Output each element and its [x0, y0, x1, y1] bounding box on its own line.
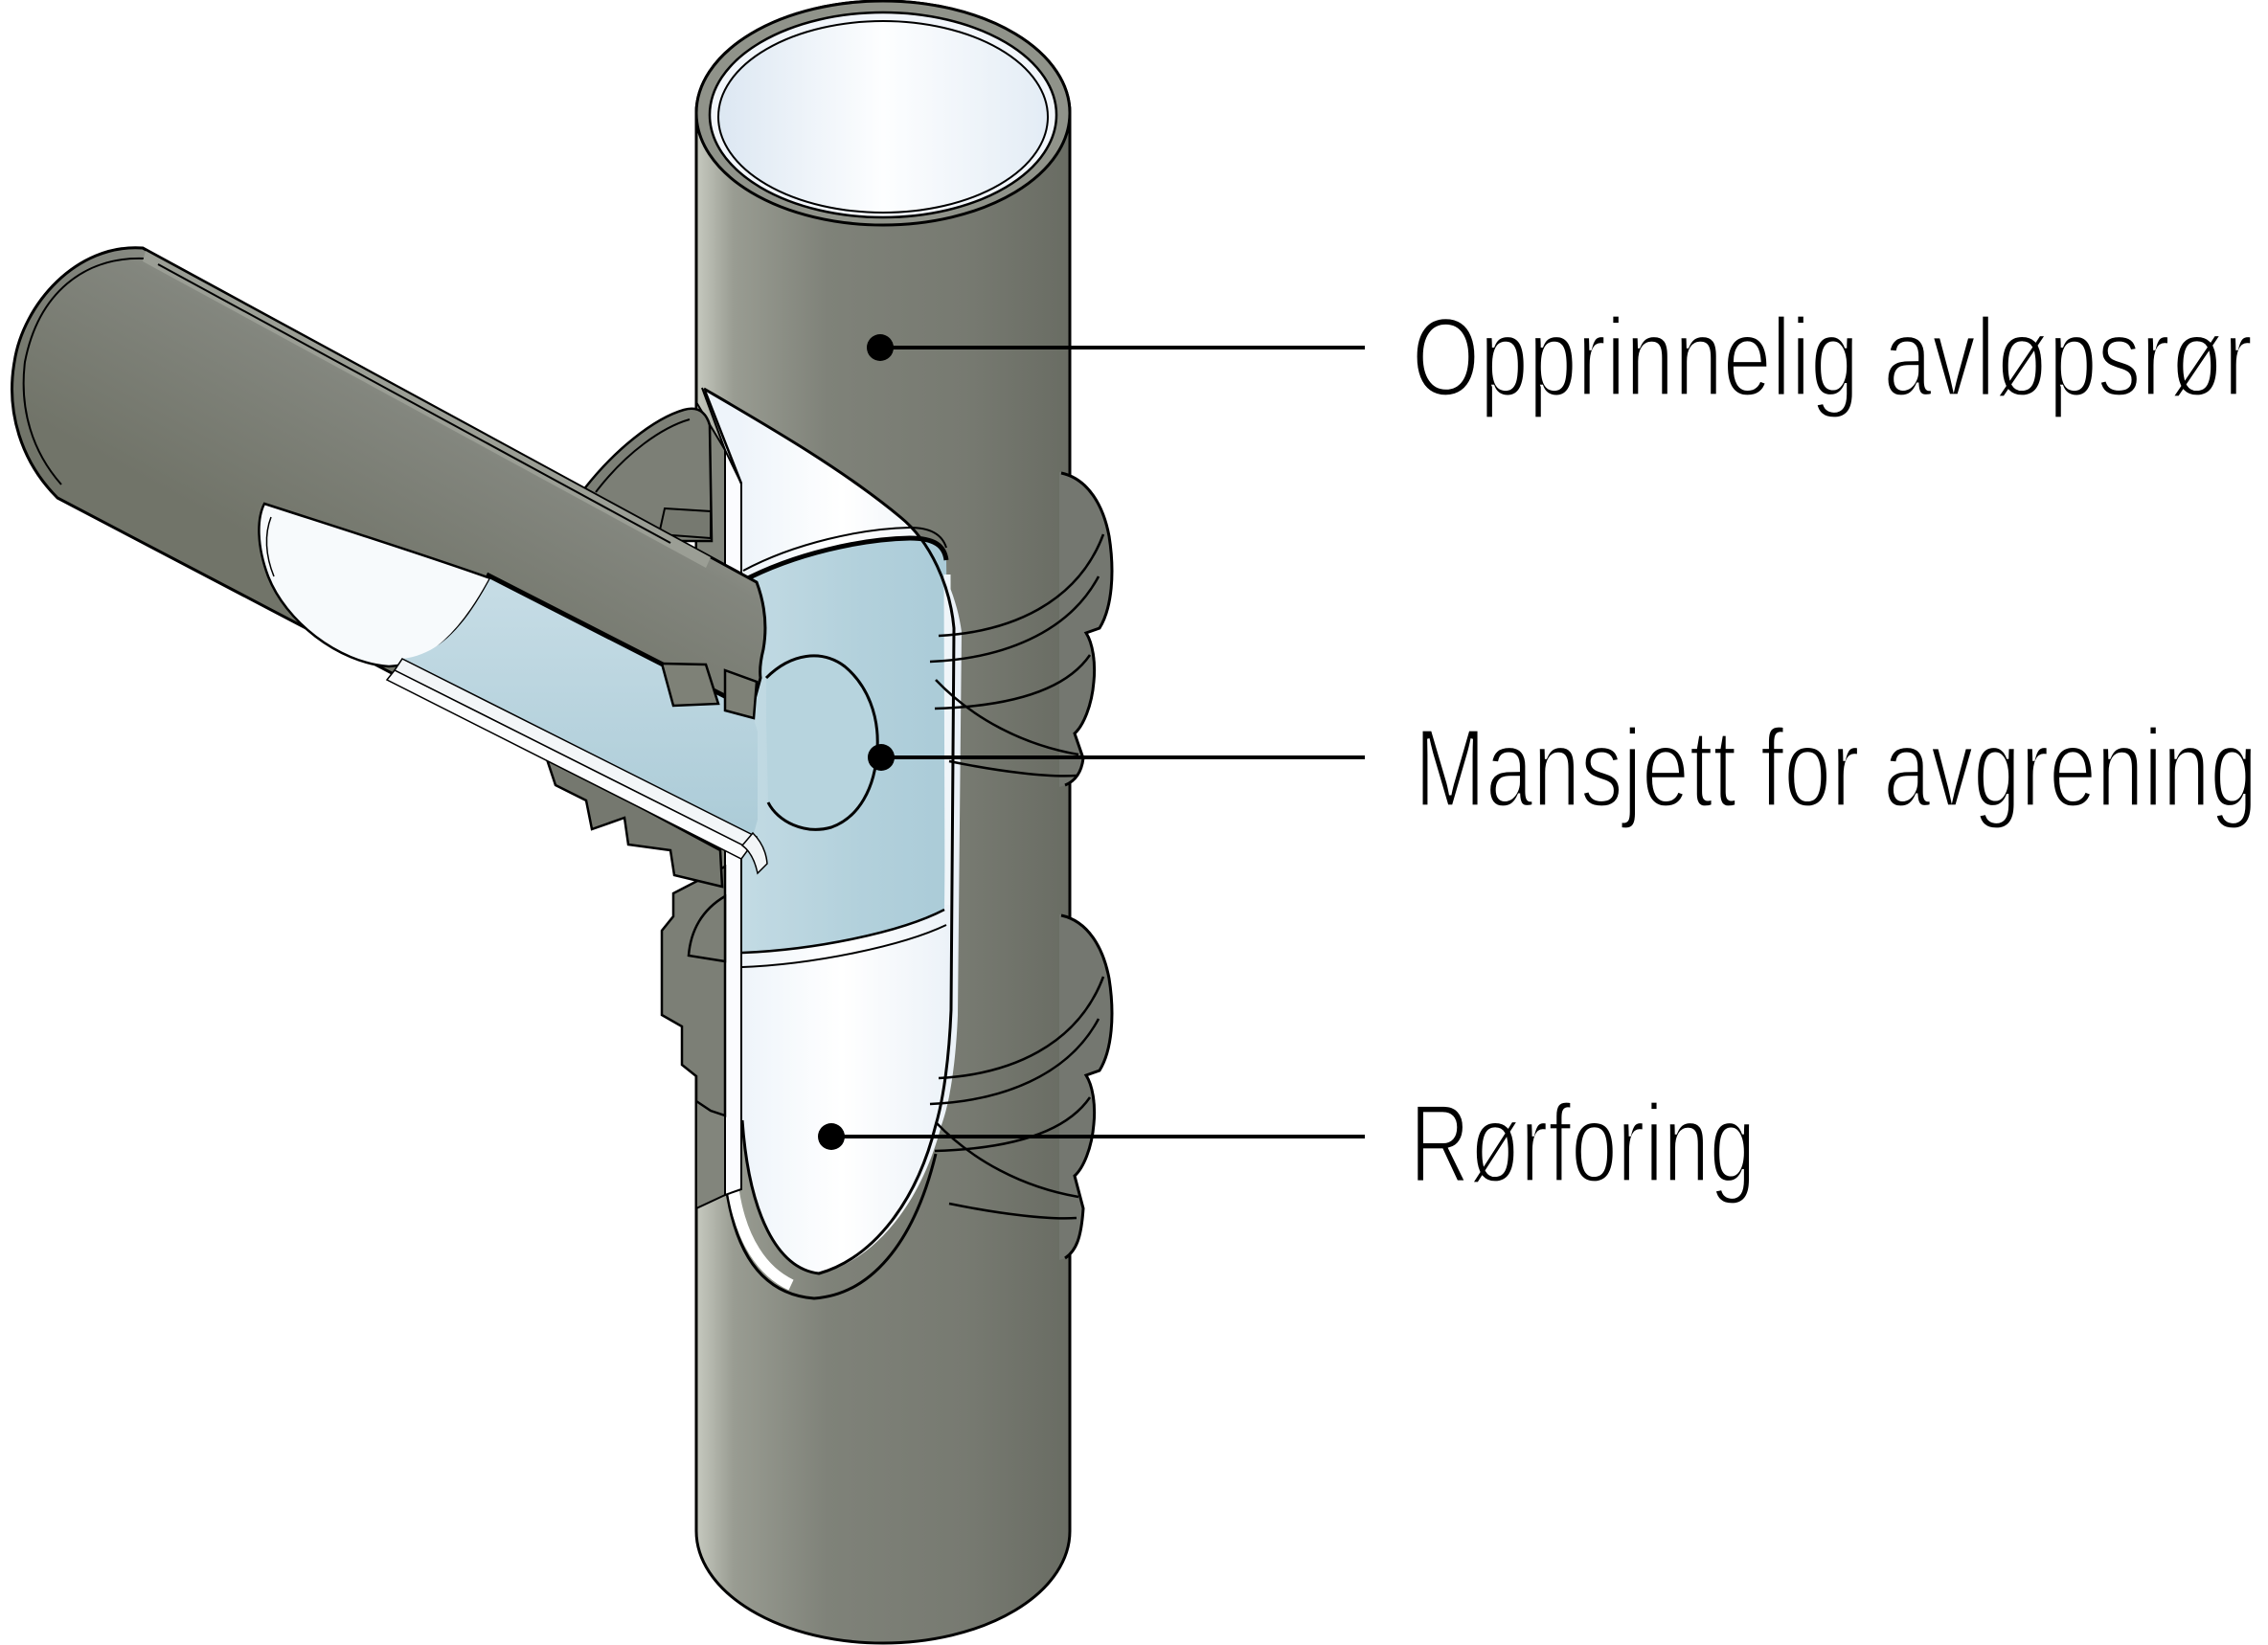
svg-text:Mansjett for avgrening: Mansjett for avgrening — [1415, 706, 2257, 830]
svg-text:Opprinnelig avløpsrør: Opprinnelig avløpsrør — [1412, 295, 2253, 419]
svg-text:Rørforing: Rørforing — [1410, 1081, 1756, 1206]
